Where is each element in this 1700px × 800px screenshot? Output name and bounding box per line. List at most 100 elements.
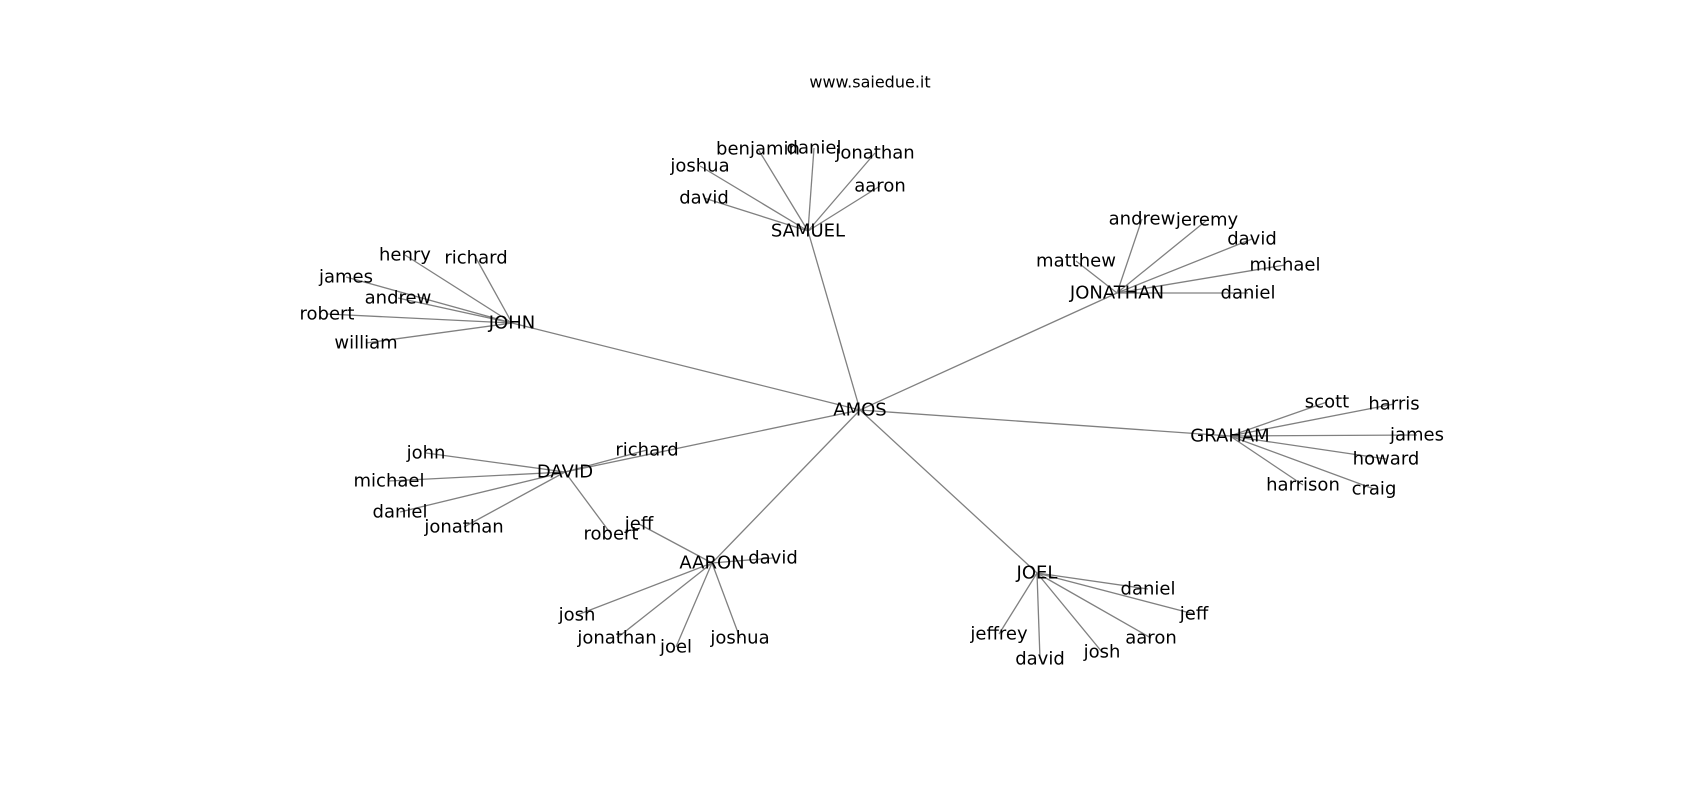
- edge-center-aaron: [711, 409, 861, 564]
- edge-david-john: [425, 452, 566, 473]
- leaf-node-jonathan-daniel: daniel: [1221, 283, 1276, 304]
- edge-joel-daniel: [1036, 572, 1149, 590]
- leaf-node-jonathan-matthew: matthew: [1036, 251, 1116, 272]
- edge-joel-jeffrey: [998, 572, 1038, 635]
- leaf-node-samuel-david: david: [679, 188, 729, 209]
- edge-jonathan-jeremy: [1116, 219, 1208, 294]
- hub-node-graham: GRAHAM: [1190, 426, 1269, 447]
- leaf-node-joel-josh: josh: [1083, 642, 1121, 663]
- edge-aaron-joel: [675, 562, 713, 648]
- edge-graham-scott: [1229, 401, 1328, 437]
- edge-aaron-josh: [576, 562, 713, 616]
- edge-john-richard: [475, 257, 513, 324]
- leaf-node-samuel-benjamin: benjamin: [716, 139, 800, 160]
- leaf-node-aaron-jonathan: jonathan: [576, 628, 656, 649]
- leaf-node-john-richard: richard: [444, 248, 507, 269]
- edge-center-graham: [859, 409, 1231, 437]
- edge-center-samuel: [807, 230, 861, 411]
- leaf-node-graham-craig: craig: [1352, 479, 1397, 500]
- hub-node-aaron: AARON: [679, 553, 744, 574]
- edge-samuel-joshua: [699, 165, 809, 232]
- edge-samuel-aaron: [807, 185, 881, 232]
- leaf-node-graham-james: james: [1389, 425, 1444, 446]
- leaf-node-david-john: john: [406, 443, 446, 464]
- edge-joel-jeff: [1036, 572, 1195, 615]
- leaf-node-aaron-joel: joel: [659, 637, 692, 658]
- leaf-node-john-andrew: andrew: [365, 288, 432, 309]
- edge-jonathan-andrew: [1116, 218, 1143, 294]
- edge-joel-david: [1036, 572, 1041, 660]
- label-layer: www.saiedue.it AMOS benjamin daniel jonath…: [300, 73, 1445, 670]
- leaf-node-samuel-jonathan: jonathan: [834, 143, 914, 164]
- edge-aaron-david: [711, 557, 774, 564]
- header-text: www.saiedue.it: [809, 73, 930, 92]
- hub-node-samuel: SAMUEL: [771, 221, 845, 242]
- leaf-node-jonathan-andrew: andrew: [1109, 209, 1176, 230]
- leaf-node-samuel-aaron: aaron: [854, 176, 906, 197]
- hub-node-jonathan: JONATHAN: [1069, 283, 1164, 304]
- leaf-node-jonathan-jeremy: jeremy: [1175, 210, 1239, 231]
- edge-jonathan-david: [1116, 238, 1253, 294]
- leaf-node-graham-scott: scott: [1305, 392, 1349, 413]
- leaf-node-david-michael: michael: [354, 471, 425, 492]
- leaf-node-david-richard: richard: [615, 440, 678, 461]
- edge-samuel-benjamin: [757, 148, 809, 232]
- hub-node-john: JOHN: [488, 313, 535, 334]
- edge-david-daniel: [399, 471, 566, 513]
- edge-john-andrew: [397, 297, 513, 324]
- hub-node-joel: JOEL: [1016, 563, 1058, 584]
- leaf-node-john-henry: henry: [379, 245, 431, 266]
- edge-joel-aaron: [1036, 572, 1152, 639]
- edge-graham-craig: [1229, 435, 1375, 490]
- edge-center-david: [564, 409, 861, 473]
- edge-jonathan-michael: [1116, 264, 1286, 294]
- edge-david-richard: [564, 449, 648, 473]
- leaf-node-graham-howard: howard: [1353, 449, 1420, 470]
- leaf-node-david-daniel: daniel: [373, 502, 428, 523]
- edge-john-william: [365, 322, 513, 344]
- edge-aaron-jonathan: [616, 562, 713, 639]
- edge-aaron-jeff: [638, 523, 713, 564]
- leaf-node-john-william: william: [334, 333, 397, 354]
- edge-john-james: [345, 276, 513, 324]
- leaf-node-joel-daniel: daniel: [1121, 579, 1176, 600]
- leaf-node-aaron-jeff: jeff: [624, 514, 654, 535]
- leaf-node-samuel-joshua: joshua: [669, 156, 729, 177]
- leaf-node-joel-jeffrey: jeffrey: [969, 624, 1028, 645]
- leaf-node-david-robert: robert: [584, 524, 639, 545]
- edge-graham-harrison: [1229, 435, 1304, 486]
- edge-center-joel: [859, 409, 1038, 574]
- edge-david-robert: [564, 471, 612, 535]
- edge-jonathan-matthew: [1075, 260, 1118, 294]
- edge-john-robert: [326, 313, 513, 324]
- leaf-node-joel-david: david: [1015, 649, 1065, 670]
- center-node-label: AMOS: [833, 400, 886, 421]
- edge-joel-josh: [1036, 572, 1103, 653]
- leaf-node-john-james: james: [318, 267, 373, 288]
- leaf-node-joel-jeff: jeff: [1179, 604, 1209, 625]
- leaf-node-aaron-david: david: [748, 548, 798, 569]
- edge-david-michael: [388, 471, 566, 482]
- leaf-node-aaron-josh: josh: [558, 605, 596, 626]
- leaf-node-aaron-joshua: joshua: [709, 628, 769, 649]
- edge-center-john: [511, 322, 861, 411]
- edge-layer: [326, 147, 1418, 660]
- edge-graham-james: [1229, 434, 1418, 437]
- edge-john-henry: [404, 254, 513, 324]
- leaf-node-graham-harrison: harrison: [1266, 475, 1340, 496]
- leaf-node-jonathan-michael: michael: [1250, 255, 1321, 276]
- edge-samuel-david: [703, 197, 809, 232]
- edge-aaron-joshua: [711, 562, 741, 639]
- leaf-node-jonathan-david: david: [1227, 229, 1277, 250]
- hub-node-david: DAVID: [537, 462, 593, 483]
- leaf-node-graham-harris: harris: [1368, 394, 1419, 415]
- edge-samuel-jonathan: [807, 152, 876, 232]
- edge-samuel-daniel: [807, 147, 815, 232]
- edge-graham-howard: [1229, 435, 1387, 460]
- edge-david-jonathan: [463, 471, 566, 528]
- leaf-node-john-robert: robert: [300, 304, 355, 325]
- edge-center-jonathan: [859, 292, 1118, 411]
- leaf-node-joel-aaron: aaron: [1125, 628, 1177, 649]
- edge-graham-harris: [1229, 403, 1395, 437]
